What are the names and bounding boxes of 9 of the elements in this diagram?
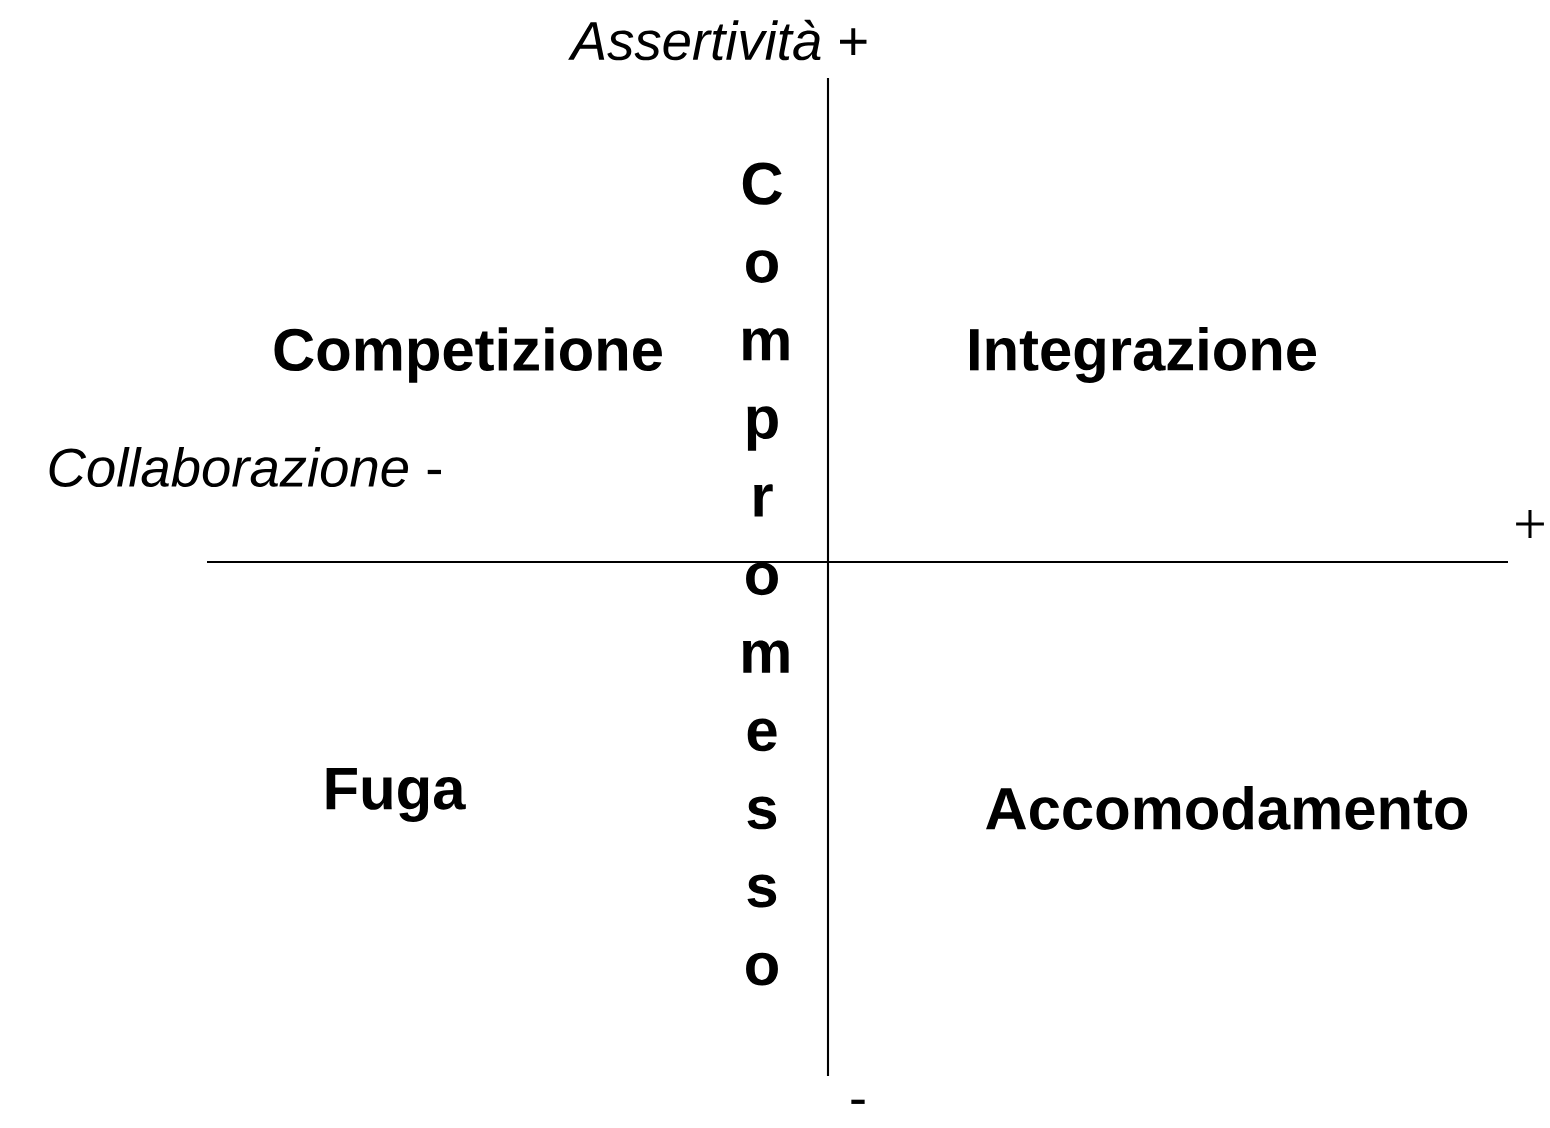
axis-sign: + (1516, 510, 1544, 538)
vertical-label: Compromesso (742, 162, 789, 986)
quadrant-label: Competizione (274, 327, 662, 383)
quadrant-label: Accomodamento (986, 786, 1468, 830)
axis-title: Assertività + (568, 19, 867, 61)
quadrant-label: Integrazione (970, 327, 1317, 383)
axis-sign: - (851, 1099, 865, 1104)
axis-title: Collaborazione - (49, 447, 441, 488)
quadrant-label: Fuga (326, 768, 466, 822)
